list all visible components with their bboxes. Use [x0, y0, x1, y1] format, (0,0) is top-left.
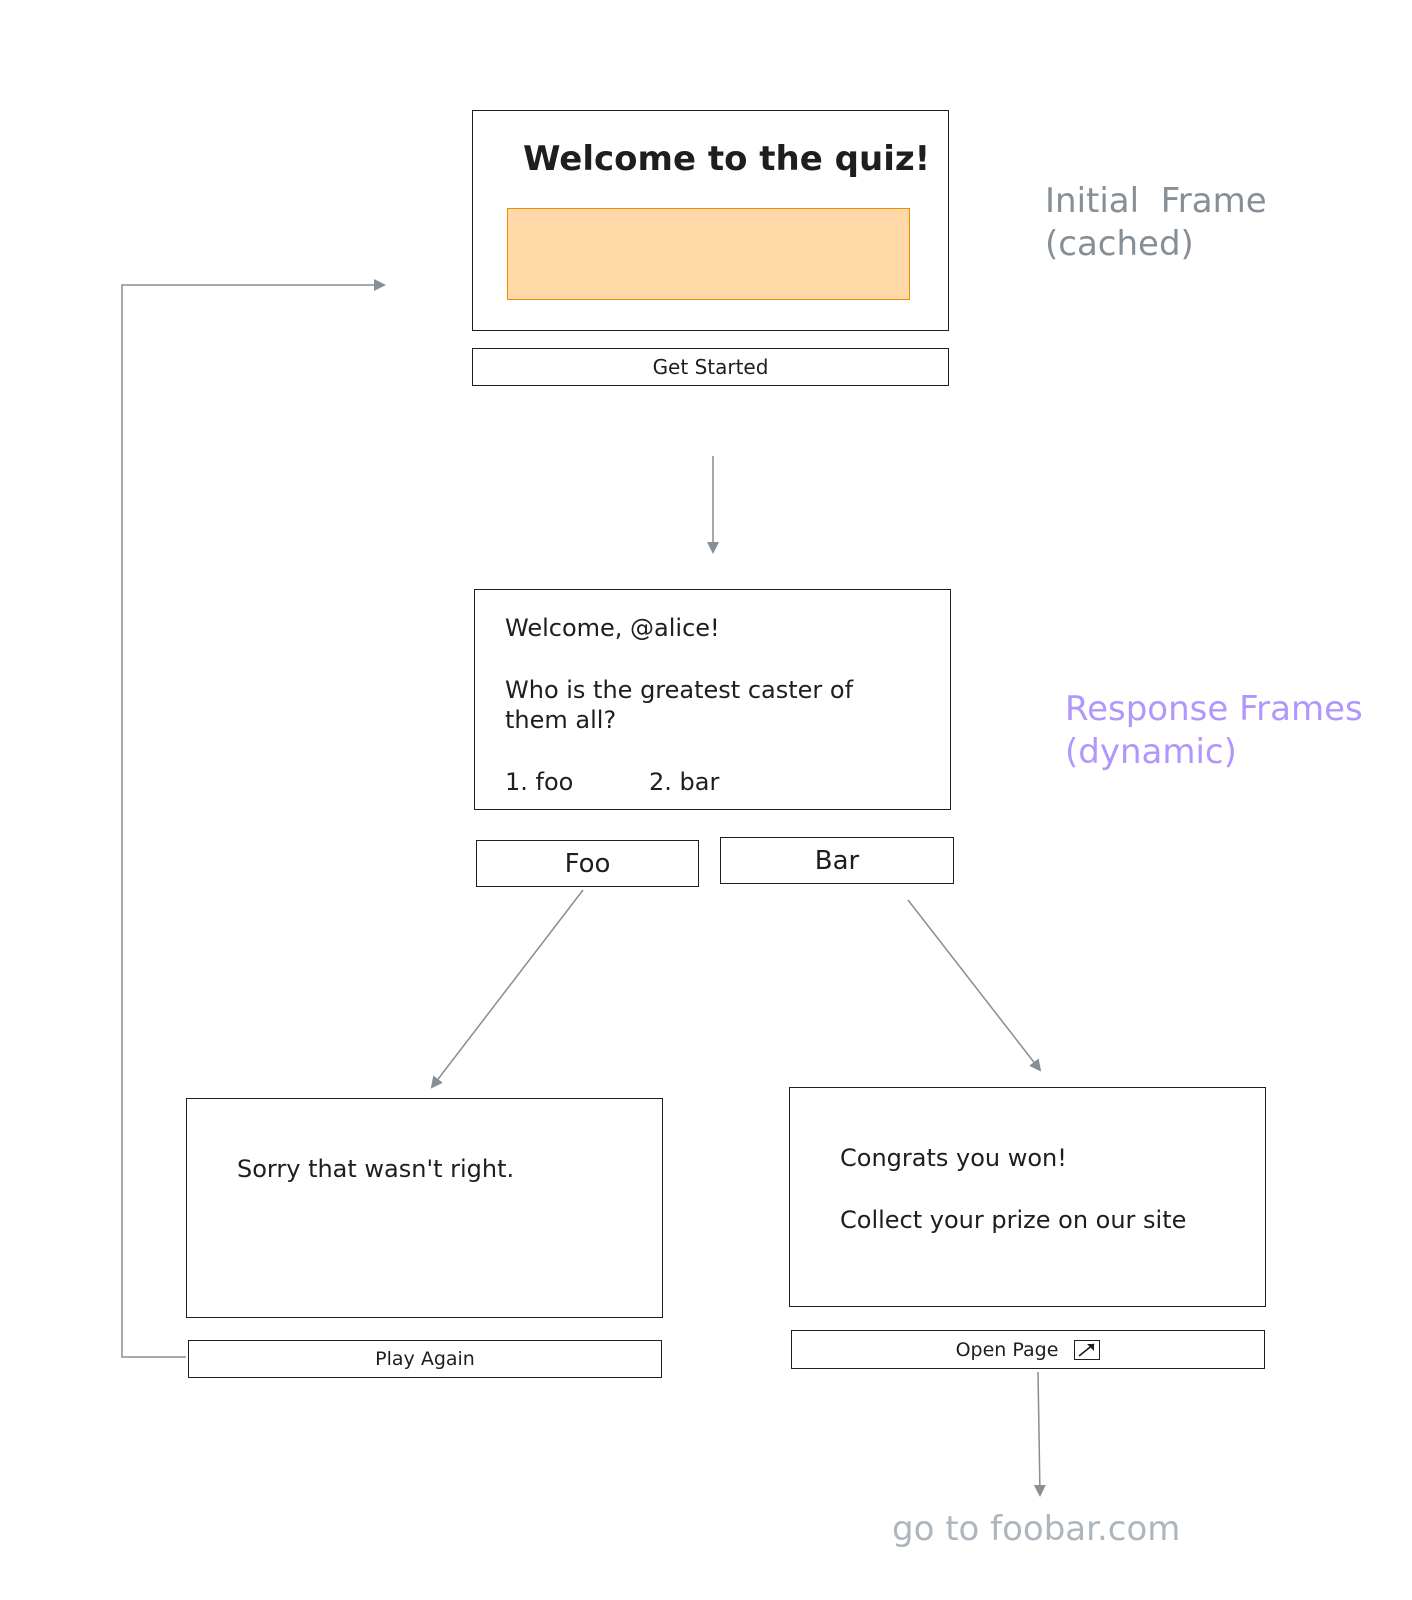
- wrong-answer-frame: Sorry that wasn't right.: [186, 1098, 663, 1318]
- win-message-line2: Collect your prize on our site: [840, 1206, 1187, 1234]
- play-again-button[interactable]: Play Again: [188, 1340, 662, 1378]
- loop-back-arrow: [121, 279, 386, 1358]
- initial-frame: Welcome to the quiz!: [472, 110, 949, 331]
- response-frames-note-line2: (dynamic): [1065, 731, 1237, 772]
- bar-button-label: Bar: [814, 845, 860, 876]
- win-message-line1: Congrats you won!: [840, 1144, 1067, 1172]
- foo-arrow: [430, 889, 584, 1089]
- destination-note: go to foobar.com: [892, 1509, 1181, 1549]
- bar-button[interactable]: Bar: [720, 837, 954, 884]
- foo-button[interactable]: Foo: [476, 840, 699, 887]
- initial-frame-note-line1: Initial Frame: [1045, 181, 1267, 221]
- external-link-icon: [1074, 1339, 1101, 1360]
- initial-frame-image: [507, 208, 910, 300]
- open-page-arrow: [1033, 1371, 1046, 1497]
- question-greeting: Welcome, @alice!: [505, 614, 720, 642]
- win-frame: Congrats you won! Collect your prize on …: [789, 1087, 1266, 1307]
- question-option2: 2. bar: [649, 768, 720, 796]
- initial-frame-note: Initial Frame (cached): [1045, 180, 1267, 265]
- question-line1: Who is the greatest caster of: [505, 676, 854, 704]
- initial-frame-title: Welcome to the quiz!: [523, 139, 931, 179]
- question-line2: them all?: [505, 706, 617, 734]
- open-page-label: Open Page: [955, 1338, 1059, 1361]
- response-frames-note: Response Frames (dynamic): [1065, 688, 1363, 773]
- open-page-button[interactable]: Open Page: [791, 1330, 1265, 1369]
- foo-button-label: Foo: [564, 848, 611, 879]
- question-option1: 1. foo: [505, 768, 574, 796]
- wrong-answer-message: Sorry that wasn't right.: [237, 1155, 515, 1183]
- get-started-label: Get Started: [652, 355, 769, 379]
- response-frames-note-line1: Response Frames: [1065, 689, 1363, 729]
- initial-frame-note-line2: (cached): [1045, 223, 1194, 264]
- bar-arrow: [907, 899, 1042, 1072]
- play-again-label: Play Again: [375, 1348, 475, 1370]
- get-started-button[interactable]: Get Started: [472, 348, 949, 386]
- question-frame: Welcome, @alice! Who is the greatest cas…: [474, 589, 951, 810]
